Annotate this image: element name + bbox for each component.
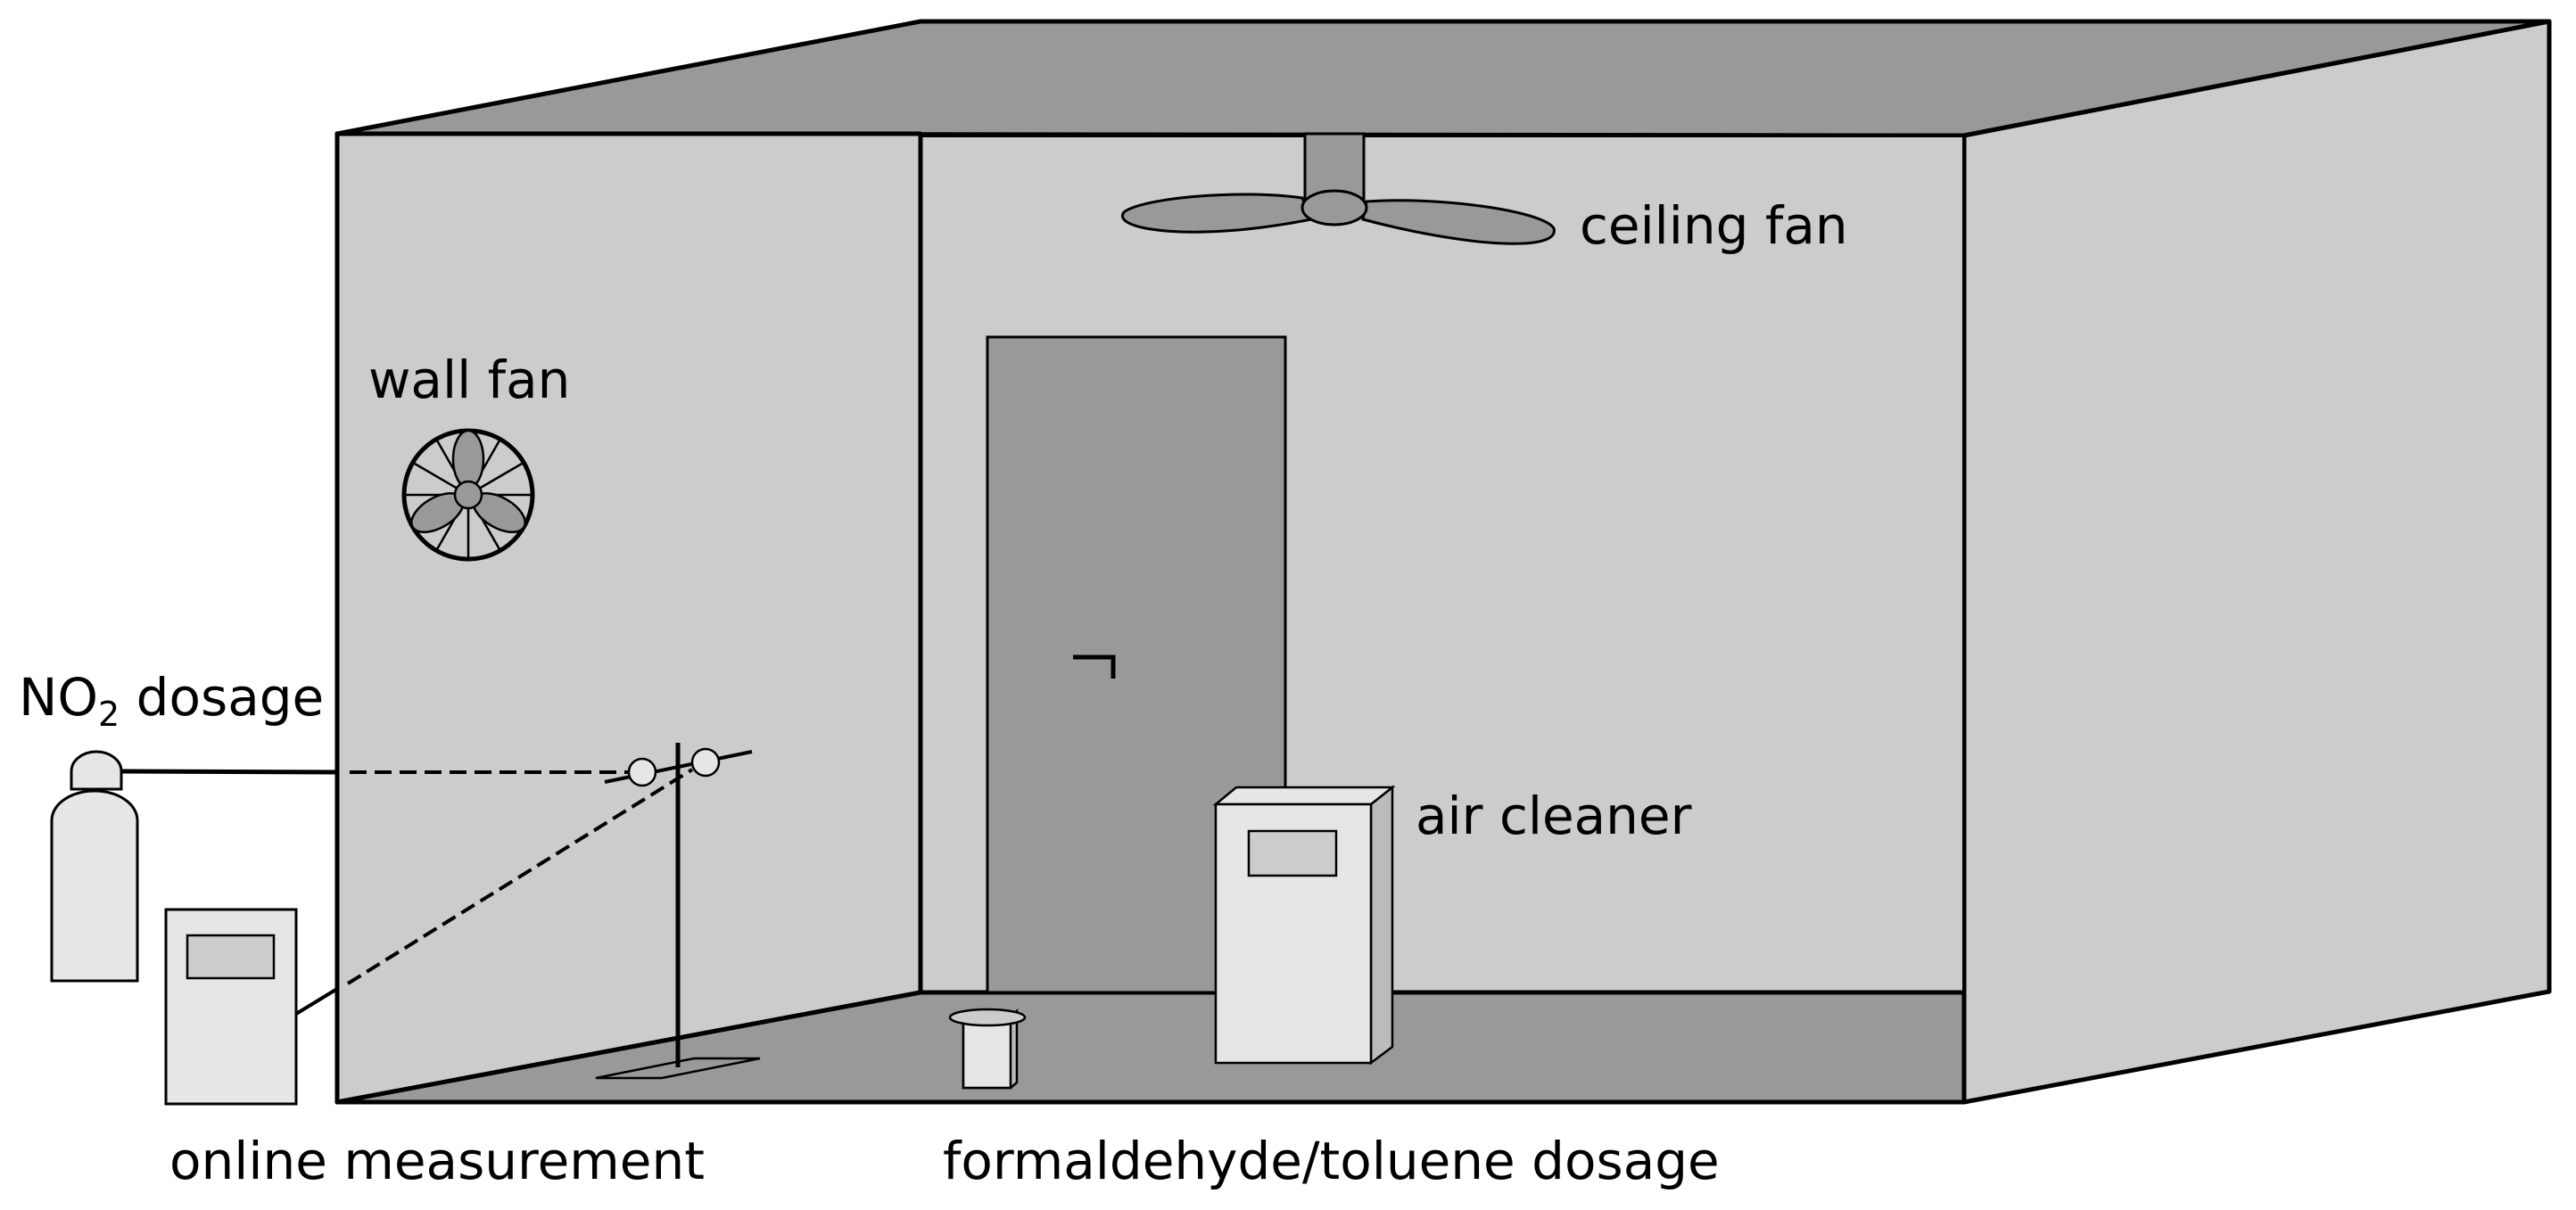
gas-analyzer-icon <box>164 908 298 1106</box>
sampling-line <box>294 768 694 1016</box>
gas-cylinder-icon <box>50 750 139 983</box>
ceiling-fan-label: ceiling fan <box>1580 195 1848 256</box>
air-cleaner-icon <box>1212 785 1396 1066</box>
formaldehyde-toluene-dosage-label: formaldehyde/toluene dosage <box>943 1131 1720 1191</box>
wall-fan-label: wall fan <box>368 350 570 410</box>
online-measurement-label: online measurement <box>169 1131 705 1191</box>
ceiling-fan-icon <box>1120 132 1556 245</box>
air-cleaner-label: air cleaner <box>1416 786 1692 846</box>
chamber-right-wall <box>1961 19 2552 1105</box>
chamber-floor <box>334 990 1967 1105</box>
beaker-icon <box>948 1008 1027 1090</box>
wall-fan-icon <box>401 428 535 562</box>
sampling-stand <box>595 743 761 1080</box>
no2-dosage-label: NO2 dosage <box>19 667 324 734</box>
no2-dosing-line <box>120 769 629 775</box>
door-handle <box>1073 654 1116 679</box>
chamber-left-wall <box>334 131 923 1105</box>
